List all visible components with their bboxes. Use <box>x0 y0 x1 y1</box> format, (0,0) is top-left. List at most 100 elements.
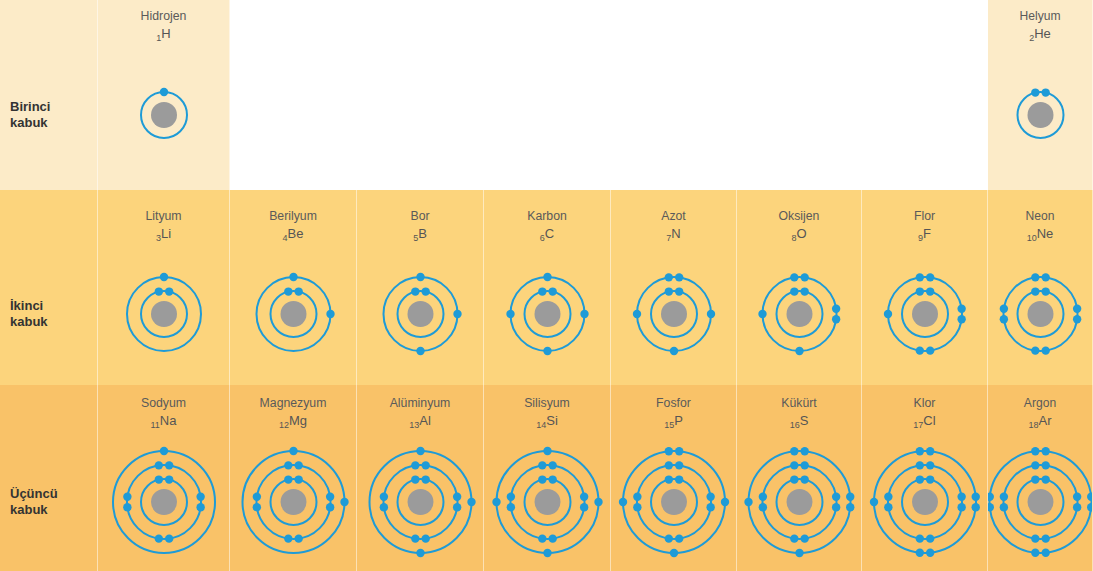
electron <box>916 346 924 354</box>
nucleus <box>661 301 687 327</box>
atomic-number: 1 <box>156 33 161 43</box>
electron <box>340 498 348 506</box>
element-name: Neon <box>988 190 1092 224</box>
element-name: Oksijen <box>737 190 861 224</box>
nucleus <box>408 301 434 327</box>
electron <box>926 447 934 455</box>
electron <box>675 287 683 295</box>
element-symbol: S <box>800 413 809 428</box>
electron <box>416 273 424 281</box>
electron <box>155 287 163 295</box>
electron-shell <box>902 291 948 337</box>
element-name: Lityum <box>98 190 229 224</box>
electron <box>284 475 292 483</box>
element-symbol-line: 7N <box>611 224 736 247</box>
electron <box>972 503 980 511</box>
element-symbol: Mg <box>289 413 307 428</box>
electron-shell <box>141 92 187 138</box>
electron <box>538 461 546 469</box>
electron <box>411 534 419 542</box>
electron <box>1087 493 1092 501</box>
electron-shell <box>271 479 317 525</box>
electron <box>507 493 515 501</box>
electron <box>1031 447 1039 455</box>
electron <box>594 498 602 506</box>
electron <box>326 493 334 501</box>
electron-shell <box>384 277 458 351</box>
element-cell: Klor17Cl <box>862 385 988 571</box>
electron <box>619 498 627 506</box>
electron <box>846 503 854 511</box>
electron-shell <box>623 451 725 553</box>
shell-row-label-cell: Üçüncü kabuk <box>0 385 98 571</box>
bohr-model <box>862 385 987 571</box>
electron <box>1041 273 1049 281</box>
electron <box>160 447 168 455</box>
atomic-number: 7 <box>666 233 671 243</box>
electron <box>916 461 924 469</box>
element-cell: Magnezyum12Mg <box>230 385 357 571</box>
electron <box>916 273 924 281</box>
electron <box>1031 88 1039 96</box>
electron <box>1041 287 1049 295</box>
atomic-number: 17 <box>913 420 923 430</box>
electron-shell <box>651 291 697 337</box>
electron <box>675 534 683 542</box>
electron <box>926 461 934 469</box>
electron <box>1073 493 1081 501</box>
electron <box>543 447 551 455</box>
electron <box>884 310 892 318</box>
element-name: Silisyum <box>484 385 610 411</box>
electron <box>284 287 292 295</box>
element-symbol-line: 10Ne <box>988 224 1092 247</box>
element-symbol-line: 18Ar <box>988 411 1092 434</box>
nucleus <box>151 301 177 327</box>
electron <box>846 493 854 501</box>
nucleus <box>408 489 434 515</box>
element-symbol-line: 14Si <box>484 411 610 434</box>
atomic-number: 18 <box>1028 420 1038 430</box>
electron <box>675 447 683 455</box>
electron <box>707 310 715 318</box>
element-cell: Sodyum11Na <box>98 385 230 571</box>
element-symbol-line: 8O <box>737 224 861 247</box>
atomic-number: 13 <box>409 420 419 430</box>
electron <box>284 461 292 469</box>
electron <box>253 503 261 511</box>
electron-shell <box>1004 277 1078 351</box>
electron-shell <box>637 277 711 351</box>
electron-shell <box>525 291 571 337</box>
nucleus <box>281 301 307 327</box>
electron <box>790 534 798 542</box>
nucleus <box>281 489 307 515</box>
element-symbol: Li <box>161 226 171 241</box>
electron <box>289 273 297 281</box>
element-name: Berilyum <box>230 190 356 224</box>
electron <box>832 305 840 313</box>
electron <box>538 534 546 542</box>
electron <box>916 447 924 455</box>
element-symbol-line: 9F <box>862 224 987 247</box>
electron <box>421 461 429 469</box>
nucleus <box>151 102 177 128</box>
electron-shell <box>902 479 948 525</box>
electron <box>294 475 302 483</box>
electron <box>1041 346 1049 354</box>
electron-shell <box>127 277 201 351</box>
electron <box>1041 447 1049 455</box>
atomic-number: 16 <box>790 420 800 430</box>
element-name: Magnezyum <box>230 385 356 411</box>
electron <box>957 305 965 313</box>
element-cell: Silisyum14Si <box>484 385 611 571</box>
element-cell: Bor5B <box>357 190 484 385</box>
element-symbol-line: 16S <box>737 411 861 434</box>
element-cell: Oksijen8O <box>737 190 862 385</box>
electron-shell <box>749 451 851 553</box>
electron <box>706 493 714 501</box>
atomic-number: 3 <box>156 233 161 243</box>
electron <box>832 503 840 511</box>
electron <box>380 503 388 511</box>
electron <box>411 461 419 469</box>
electron <box>800 287 808 295</box>
element-name: Kükürt <box>737 385 861 411</box>
